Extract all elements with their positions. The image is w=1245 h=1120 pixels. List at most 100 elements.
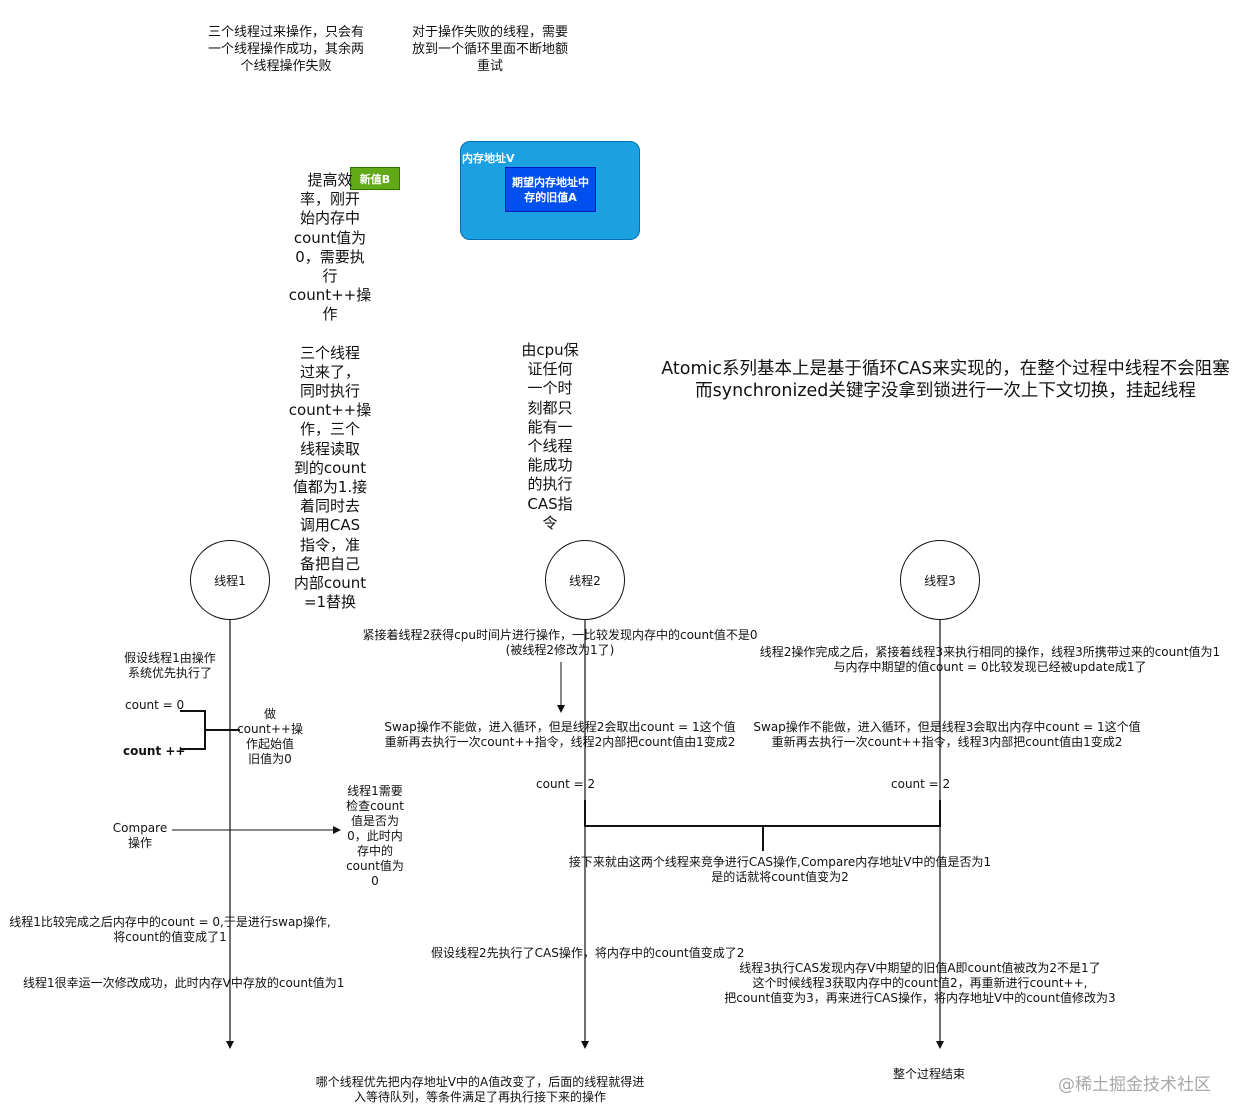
line: 入等待队列，等条件满足了再执行接下来的操作: [353, 1090, 606, 1104]
line: 操作: [127, 836, 152, 850]
line: 存中的: [356, 844, 393, 858]
cpu-line: CAS指: [527, 494, 573, 513]
cpu-line: 刻都只: [527, 398, 573, 417]
line: Compare: [112, 821, 168, 835]
line: 将count的值变成了1: [113, 930, 227, 944]
line: 值是否为: [350, 814, 399, 828]
atomic-line: 而synchronized关键字没拿到锁进行一次上下文切换，挂起线程: [695, 381, 1196, 401]
line: 线程1比较完成之后内存中的count = 0,于是进行swap操作,: [9, 915, 331, 929]
efficiency-line: 三个线程: [299, 343, 360, 362]
note-line: 对于操作失败的线程，需要: [411, 25, 568, 40]
cpu-line: 能成功: [527, 456, 573, 475]
thread3-retry: 线程3执行CAS发现内存V中期望的旧值A即count值被改为2不是1了 这个时候…: [715, 961, 1125, 1006]
thread2-node: 线程2: [545, 540, 625, 620]
efficiency-line: count++操: [288, 286, 372, 305]
efficiency-line: 值都为1.接: [292, 478, 368, 497]
line: 把count值变为3，再来进行CAS操作，将内存地址V中的count值修改为3: [724, 991, 1116, 1005]
line: 线程3执行CAS发现内存V中期望的旧值A即count值被改为2不是1了: [739, 961, 1101, 975]
line: 旧值为0: [248, 752, 292, 766]
efficiency-line: 行: [322, 267, 338, 286]
atomic-line: Atomic系列基本上是基于循环CAS来实现的，在整个过程中线程不会阻塞: [661, 359, 1230, 379]
line: (被线程2修改为1了): [505, 643, 615, 657]
line: 接下来就由这两个线程来竞争进行CAS操作,Compare内存地址V中的值是否为1: [568, 855, 992, 869]
cpu-line: 证任何: [527, 360, 573, 379]
cpu-line: 令: [542, 513, 558, 532]
efficiency-line: 0，需要执: [295, 247, 365, 266]
efficiency-line: 同时执行: [299, 382, 360, 401]
expected-old-value-box: 期望内存地址中 存的旧值A: [505, 167, 596, 212]
line: Swap操作不能做，进入循环，但是线程2会取出count = 1这个值: [384, 720, 736, 734]
efficiency-line: =1替换: [303, 593, 357, 612]
note-line: 放到一个循环里面不断地额: [411, 42, 568, 57]
cpu-line: 由cpu保: [521, 341, 579, 359]
cpu-line: 一个时: [527, 379, 573, 398]
line: count++操: [237, 722, 303, 736]
line: 哪个线程优先把内存地址V中的A值改变了，后面的线程就得进: [315, 1075, 645, 1089]
efficiency-line: 指令，准: [299, 535, 360, 554]
thread1-node: 线程1: [190, 540, 270, 620]
note-line: 一个线程操作成功，其余两: [207, 42, 364, 57]
cpu-line: 的执行: [527, 475, 573, 494]
note-atomic: Atomic系列基本上是基于循环CAS来实现的，在整个过程中线程不会阻塞 而sy…: [648, 358, 1243, 402]
efficiency-line: 备把自己: [299, 554, 360, 573]
line: count值为: [346, 859, 404, 873]
note-line: 三个线程过来操作，只会有: [207, 25, 364, 40]
thread1-swap: 线程1比较完成之后内存中的count = 0,于是进行swap操作, 将coun…: [5, 915, 335, 945]
thread1-do-note: 做 count++操 作起始值 旧值为0: [232, 707, 308, 767]
line: 作起始值: [245, 737, 294, 751]
thread3-count2: count = 2: [891, 777, 951, 791]
line: 与内存中期望的值count = 0比较发现已经被update成1了: [833, 660, 1147, 674]
cpu-line: 能有一: [527, 417, 573, 436]
line: 线程1需要: [347, 784, 403, 798]
note-line: 重试: [476, 59, 503, 74]
line: 是的话就将count值变为2: [711, 870, 849, 884]
efficiency-line: 作，三个: [299, 420, 360, 439]
thread1-lucky: 线程1很幸运一次修改成功，此时内存V中存放的count值为1: [23, 976, 345, 990]
thread2-cas-first: 假设线程2先执行了CAS操作，将内存中的count值变成了2: [431, 946, 745, 960]
line: 紧接着线程2获得cpu时间片进行操作，一比较发现内存中的count值不是0: [362, 628, 758, 642]
efficiency-line: 内部count: [293, 574, 367, 593]
compete-bracket: [584, 800, 941, 851]
efficiency-line: 提高效: [307, 171, 353, 189]
thread1-assume: 假设线程1由操作 系统优先执行了: [105, 651, 235, 681]
efficiency-line: 过来了，: [299, 362, 360, 381]
note-retry: 对于操作失败的线程，需要 放到一个循环里面不断地额 重试: [400, 24, 580, 75]
compete-note: 接下来就由这两个线程来竞争进行CAS操作,Compare内存地址V中的值是否为1…: [565, 855, 995, 885]
line: 0: [371, 874, 379, 888]
thread3-after: 线程2操作完成之后，紧接着线程3来执行相同的操作，线程3所携带过来的count值…: [755, 645, 1225, 675]
line: 这个时候线程3获取内存中的count值2，再重新进行count++,: [752, 976, 1088, 990]
efficiency-line: 着同时去: [299, 497, 360, 516]
memory-address-title: 内存地址V: [462, 152, 515, 165]
expected-line: 期望内存地址中: [512, 175, 589, 189]
line: Swap操作不能做，进入循环，但是线程3会取出内存中count = 1这个值: [753, 720, 1141, 734]
efficiency-line: count值为: [293, 228, 367, 247]
thread1-check: 线程1需要 检查count 值是否为 0，此时内 存中的 count值为 0: [340, 784, 410, 889]
efficiency-line: 到的count: [293, 458, 367, 477]
efficiency-line: 调用CAS: [299, 516, 361, 535]
thread2-count2: count = 2: [536, 777, 596, 791]
efficiency-line: 线程读取: [299, 439, 360, 458]
line: 重新再去执行一次count++指令，线程2内部把count值由1变成2: [384, 735, 736, 749]
queue-note: 哪个线程优先把内存地址V中的A值改变了，后面的线程就得进 入等待队列，等条件满足…: [305, 1075, 655, 1105]
end-note: 整个过程结束: [893, 1067, 966, 1081]
cpu-line: 个线程: [527, 437, 573, 456]
thread1-compare: Compare 操作: [104, 821, 176, 851]
efficiency-line: 率，刚开: [299, 190, 360, 209]
line: 线程2操作完成之后，紧接着线程3来执行相同的操作，线程3所携带过来的count值…: [759, 645, 1221, 659]
expected-line: 存的旧值A: [524, 190, 577, 204]
count-bracket: [180, 710, 240, 750]
line: 假设线程1由操作: [124, 651, 216, 665]
line: 重新再去执行一次count++指令，线程3内部把count值由1变成2: [771, 735, 1123, 749]
efficiency-line: 始内存中: [299, 209, 360, 228]
line: 系统优先执行了: [127, 666, 212, 680]
note-line: 个线程操作失败: [240, 59, 332, 74]
efficiency-line: count++操: [288, 401, 372, 420]
thread2-swap-fail: Swap操作不能做，进入循环，但是线程2会取出count = 1这个值 重新再去…: [375, 720, 745, 750]
thread3-swap-fail: Swap操作不能做，进入循环，但是线程3会取出内存中count = 1这个值 重…: [752, 720, 1142, 750]
watermark: @稀土掘金技术社区: [1058, 1075, 1211, 1095]
line: 检查count: [346, 799, 404, 813]
efficiency-line: [285, 325, 375, 344]
